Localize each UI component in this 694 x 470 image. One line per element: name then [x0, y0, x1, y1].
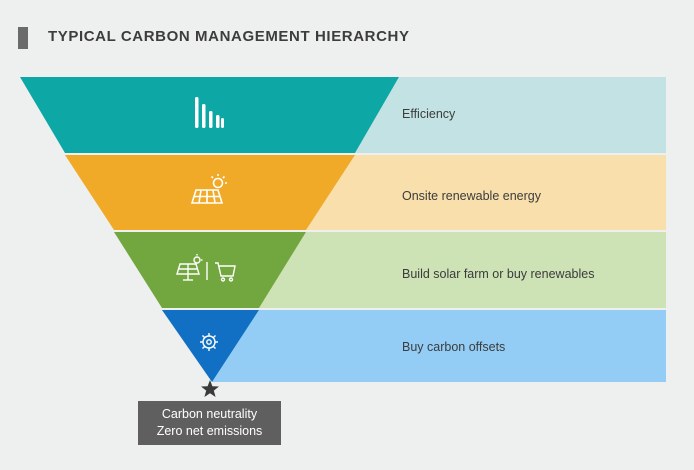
- result-line-2: Zero net emissions: [156, 424, 263, 438]
- funnel-level-solar-farm: [114, 232, 306, 308]
- efficiency-bars-icon: [195, 97, 224, 128]
- band-carbon-offsets: [212, 310, 666, 382]
- level-label-efficiency: Efficiency: [402, 107, 456, 121]
- solar-panel-sun-icon: [190, 174, 227, 204]
- level-label-carbon-offsets: Buy carbon offsets: [402, 340, 506, 354]
- funnel-level-onsite-renewable: [65, 155, 355, 230]
- title-accent-bar: [18, 27, 28, 49]
- page-title: TYPICAL CARBON MANAGEMENT HIERARCHY: [48, 28, 410, 45]
- star-icon: [201, 380, 219, 397]
- level-label-onsite-renewable: Onsite renewable energy: [402, 189, 541, 203]
- carbon-neutrality-box: Carbon neutrality Zero net emissions: [138, 401, 281, 445]
- level-label-solar-farm: Build solar farm or buy renewables: [402, 267, 595, 281]
- band-onsite-renewable: [306, 155, 666, 230]
- result-line-1: Carbon neutrality: [161, 407, 258, 421]
- band-efficiency: [355, 77, 666, 153]
- band-solar-farm: [259, 232, 666, 308]
- carbon-offset-icon: [200, 333, 218, 351]
- solar-farm-cart-icon: [176, 254, 236, 282]
- funnel-level-carbon-offsets: [162, 310, 259, 382]
